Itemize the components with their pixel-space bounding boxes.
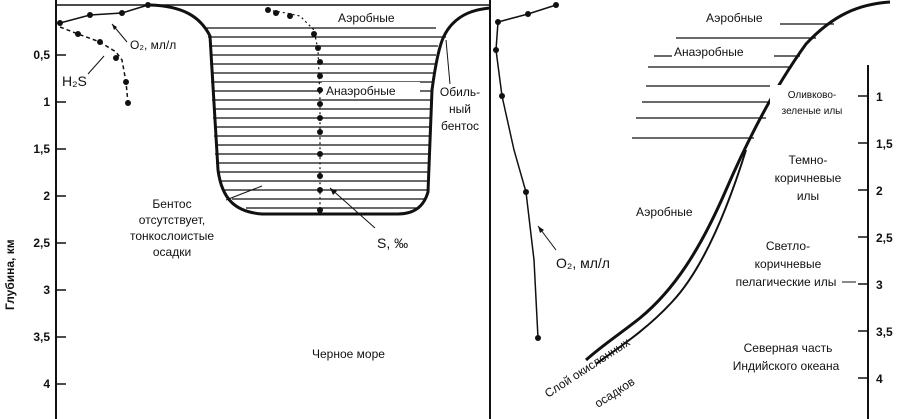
abundant-benthos-label: Обиль- ный бентос xyxy=(440,85,480,133)
right-anaerobic-label: Анаэробные xyxy=(674,45,744,59)
right-depth-tick-labels: 1 1,5 2 2,5 3 3,5 4 xyxy=(876,90,893,386)
left-o2-profile xyxy=(57,2,151,26)
svg-text:Темно-: Темно- xyxy=(789,153,828,167)
left-tick-label: 3 xyxy=(43,283,50,297)
svg-text:пелагические илы: пелагические илы xyxy=(736,275,837,289)
svg-text:Обиль-: Обиль- xyxy=(440,85,480,99)
continental-slope-outline xyxy=(585,0,891,362)
right-tick-label: 1 xyxy=(876,90,883,104)
depth-axis-title: Глубина, км xyxy=(3,239,17,310)
olive-muds-label: Оливково- зеленые илы xyxy=(782,90,843,117)
svg-text:Светло-: Светло- xyxy=(766,239,810,253)
oxidized-layer-line xyxy=(595,149,747,365)
h2s-profile xyxy=(59,26,131,106)
svg-text:ный: ный xyxy=(449,102,471,116)
right-aerobic-mid-label: Аэробные xyxy=(636,205,693,219)
salinity-profile xyxy=(265,7,323,213)
svg-text:зеленые илы: зеленые илы xyxy=(782,106,843,117)
left-o2-label: O₂, мл/л xyxy=(130,38,176,52)
right-tick-label: 2,5 xyxy=(876,231,893,245)
svg-text:Бентос: Бентос xyxy=(152,197,191,211)
left-tick-label: 1,5 xyxy=(33,142,50,156)
left-tick-label: 4 xyxy=(43,377,50,391)
left-tick-label: 3,5 xyxy=(33,330,50,344)
svg-text:Северная часть: Северная часть xyxy=(744,341,833,355)
left-depth-tick-labels: 0,5 1 1,5 2 2,5 3 3,5 4 xyxy=(33,48,50,391)
right-o2-profile xyxy=(493,2,559,341)
indian-ocean-region-label: Северная часть Индийского океана xyxy=(733,341,840,373)
black-sea-panel: 0,5 1 1,5 2 2,5 3 3,5 4 Глубина, км xyxy=(3,0,491,419)
right-tick-label: 3,5 xyxy=(876,325,893,339)
left-tick-label: 2 xyxy=(43,189,50,203)
h2s-label: H₂S xyxy=(62,73,87,89)
svg-text:бентос: бентос xyxy=(441,119,479,133)
oxidized-layer-label-2: осадков xyxy=(592,374,637,410)
left-anaerobic-label: Анаэробные xyxy=(326,84,396,98)
dark-brown-muds-label: Темно- коричневые илы xyxy=(775,153,842,203)
left-tick-label: 2,5 xyxy=(33,236,50,250)
svg-text:коричневые: коричневые xyxy=(755,257,822,271)
no-benthos-label: Бентос отсутствует, тонкослоистые осадки xyxy=(130,197,214,259)
svg-text:осадки: осадки xyxy=(153,245,191,259)
salinity-label: S, ‰ xyxy=(377,235,408,251)
right-depth-ticks xyxy=(858,95,868,379)
left-tick-label: 1 xyxy=(43,95,50,109)
black-sea-name: Черное море xyxy=(312,347,385,361)
svg-text:Оливково-: Оливково- xyxy=(788,90,837,101)
right-tick-label: 2 xyxy=(876,184,883,198)
right-aerobic-top-label: Аэробные xyxy=(706,11,763,25)
svg-text:Индийского океана: Индийского океана xyxy=(733,359,840,373)
anaerobic-hatching xyxy=(206,27,446,209)
left-aerobic-label: Аэробные xyxy=(338,11,395,25)
svg-text:илы: илы xyxy=(797,189,819,203)
indian-ocean-panel: 1 1,5 2 2,5 3 3,5 4 Аэробные Анаэробные xyxy=(493,0,893,419)
right-tick-label: 4 xyxy=(876,372,883,386)
svg-text:тонкослоистые: тонкослоистые xyxy=(130,229,214,243)
svg-text:коричневые: коричневые xyxy=(775,171,842,185)
right-o2-label: O₂, мл/л xyxy=(556,255,610,271)
svg-text:отсутствует,: отсутствует, xyxy=(139,213,205,227)
left-tick-label: 0,5 xyxy=(33,48,50,62)
light-brown-muds-label: Светло- коричневые пелагические илы xyxy=(736,239,837,289)
right-anaerobic-hatching xyxy=(632,23,834,139)
right-tick-label: 3 xyxy=(876,278,883,292)
black-sea-basin-outline xyxy=(149,3,491,216)
right-tick-label: 1,5 xyxy=(876,137,893,151)
left-depth-ticks xyxy=(56,54,66,385)
